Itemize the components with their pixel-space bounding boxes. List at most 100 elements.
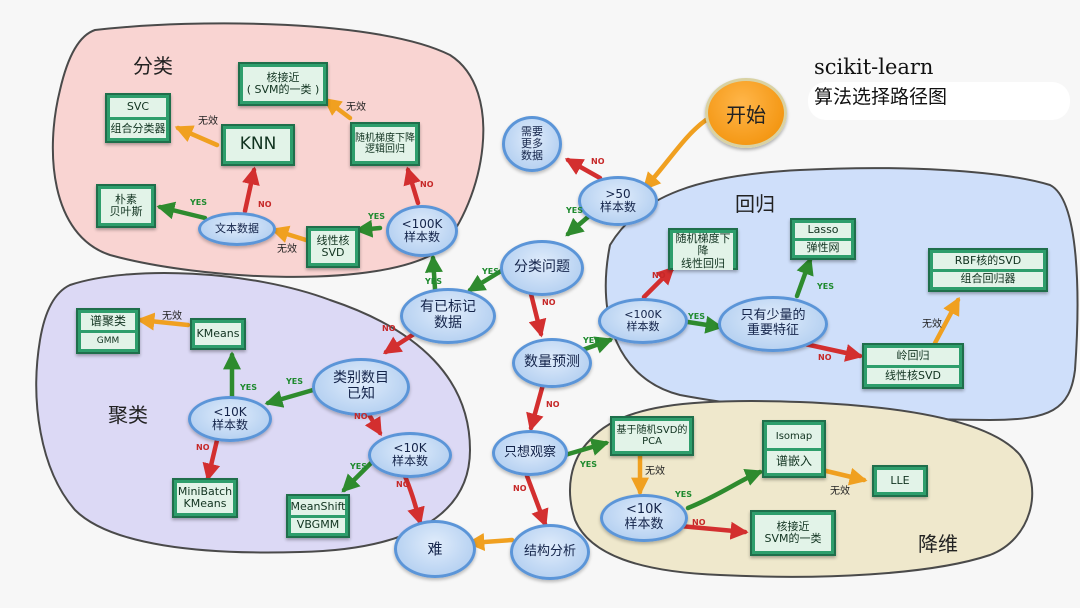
algo-kmeans: KMeans: [190, 318, 246, 350]
edge-label-no: NO: [396, 480, 410, 489]
algo-label: VBGMM: [291, 517, 345, 533]
algo-label: 线性核SVD: [867, 367, 959, 384]
node-known-categories: 类别数目 已知: [312, 358, 410, 416]
edge-no: [641, 266, 675, 300]
edge-label-yes: YES: [482, 267, 500, 276]
edge-start: [642, 117, 709, 191]
title-line-1: scikit-learn: [814, 55, 934, 79]
node-quantity-prediction: 数量预测: [512, 338, 592, 388]
edge-yes: [156, 201, 208, 221]
algo-kernel-approx-classification: 核接近 ( SVM的一类 ): [238, 62, 328, 106]
edge-label-invalid: 无效: [198, 116, 218, 127]
edge-label-yes: YES: [240, 383, 258, 392]
algo-label: 核接近 SVM的一类: [755, 515, 831, 551]
algo-label: 线性核 SVD: [311, 231, 355, 263]
node-observe-only: 只想观察: [492, 430, 568, 476]
edge-no: [802, 341, 864, 362]
edge-invalid: [270, 225, 309, 243]
node-few-features: 只有少量的 重要特征: [718, 296, 828, 352]
node-lt100k-regression: <100K 样本数: [598, 298, 688, 344]
node-text-data: 文本数据: [198, 212, 276, 246]
algo-ridge-linear-svd: 岭回归 线性核SVD: [862, 343, 964, 389]
algo-isomap-spectral-embedding: Isomap 谱嵌入: [762, 420, 826, 478]
edge-label-yes: YES: [580, 460, 598, 469]
edge-label-no: NO: [354, 412, 368, 421]
algo-label: 核接近 ( SVM的一类 ): [243, 67, 323, 101]
node-labeled-data: 有已标记 数据: [400, 288, 496, 344]
edge-label-no: NO: [818, 353, 832, 362]
algo-label: 岭回归: [867, 348, 959, 365]
edge-yes: [264, 385, 323, 408]
edge-no: [382, 331, 417, 355]
algo-randomized-pca: 基于随机SVD的 PCA: [610, 416, 694, 456]
algo-label: 基于随机SVD的 PCA: [615, 421, 689, 451]
region-label-classification: 分类: [133, 54, 173, 78]
algo-minibatch-kmeans: MiniBatch KMeans: [172, 478, 238, 518]
node-lt10k-dimreduce: <10K 样本数: [600, 494, 688, 542]
node-hard: 难: [394, 520, 476, 578]
algo-lasso-elasticnet: Lasso 弹性网: [790, 218, 856, 260]
edge-no: [202, 433, 221, 482]
node-lt100k-classification: <100K 样本数: [386, 205, 458, 257]
algo-kernel-approx-dimreduce: 核接近 SVM的一类: [750, 510, 836, 556]
algo-spectral-gmm: 谱聚类 GMM: [76, 308, 140, 354]
algo-label: 谱嵌入: [767, 450, 821, 473]
algo-sgd-logistic: 随机梯度下降 逻辑回归: [350, 122, 420, 166]
edge-no: [524, 473, 549, 528]
edge-no: [403, 166, 421, 206]
edge-no: [242, 166, 260, 214]
edge-label-yes: YES: [286, 377, 304, 386]
algo-label: MiniBatch KMeans: [177, 483, 233, 513]
region-label-regression: 回归: [735, 192, 775, 216]
edge-yes: [562, 438, 610, 458]
edge-label-yes: YES: [566, 206, 584, 215]
edge-label-yes: YES: [688, 312, 706, 321]
edge-label-no: NO: [420, 180, 434, 189]
algo-label: KMeans: [195, 323, 241, 345]
chart-title: scikit-learn 算法选择路径图: [814, 52, 947, 112]
edge-yes: [685, 315, 724, 334]
edge-no: [364, 410, 383, 437]
edge-label-no: NO: [652, 271, 666, 280]
algo-label: MeanShift: [290, 499, 346, 515]
title-backdrop: [808, 82, 1070, 120]
algo-label: GMM: [81, 332, 135, 349]
algo-label: RBF核的SVD: [933, 253, 1043, 269]
algo-knn: KNN: [221, 124, 295, 166]
node-structure-analysis: 结构分析: [510, 524, 590, 580]
algo-label: 组合回归器: [933, 271, 1043, 287]
edge-no: [677, 521, 749, 540]
edge-label-no: NO: [692, 518, 706, 527]
node-lt10k-a: <10K 样本数: [188, 396, 272, 442]
edge-no: [527, 287, 547, 338]
edge-label-invalid: 无效: [346, 102, 366, 113]
algo-sgd-linear-regression: 随机梯度下降 线性回归: [668, 228, 738, 270]
edge-invalid: [323, 97, 353, 121]
algo-linear-svd-classification: 线性核 SVD: [306, 226, 360, 268]
edge-label-yes: YES: [368, 212, 386, 221]
edge-label-yes: YES: [675, 490, 693, 499]
edge-label-yes: YES: [583, 336, 601, 345]
title-line-2: 算法选择路径图: [814, 86, 948, 108]
edge-label-yes: YES: [190, 198, 208, 207]
edge-label-yes: YES: [350, 462, 368, 471]
algo-svc-ensemble: SVC 组合分类器: [105, 93, 171, 143]
edge-label-invalid: 无效: [277, 244, 297, 255]
algo-label: SVC: [110, 98, 166, 117]
node-gt50-samples: >50 样本数: [578, 176, 658, 226]
edge-yes: [685, 468, 764, 511]
algo-label: 弹性网: [795, 240, 851, 255]
region-regression: [604, 167, 1079, 422]
algo-lle: LLE: [872, 465, 928, 497]
edge-yes: [794, 256, 814, 299]
algo-label: 随机梯度下降 线性回归: [673, 232, 733, 270]
edge-label-invalid: 无效: [162, 311, 182, 322]
algo-meanshift-vbgmm: MeanShift VBGMM: [286, 494, 350, 538]
edge-label-invalid: 无效: [922, 319, 942, 330]
edge-label-yes: YES: [425, 277, 443, 286]
edge-invalid: [136, 312, 191, 331]
edge-invalid: [819, 467, 868, 486]
algo-label: Lasso: [795, 223, 851, 238]
edge-label-no: NO: [258, 200, 272, 209]
